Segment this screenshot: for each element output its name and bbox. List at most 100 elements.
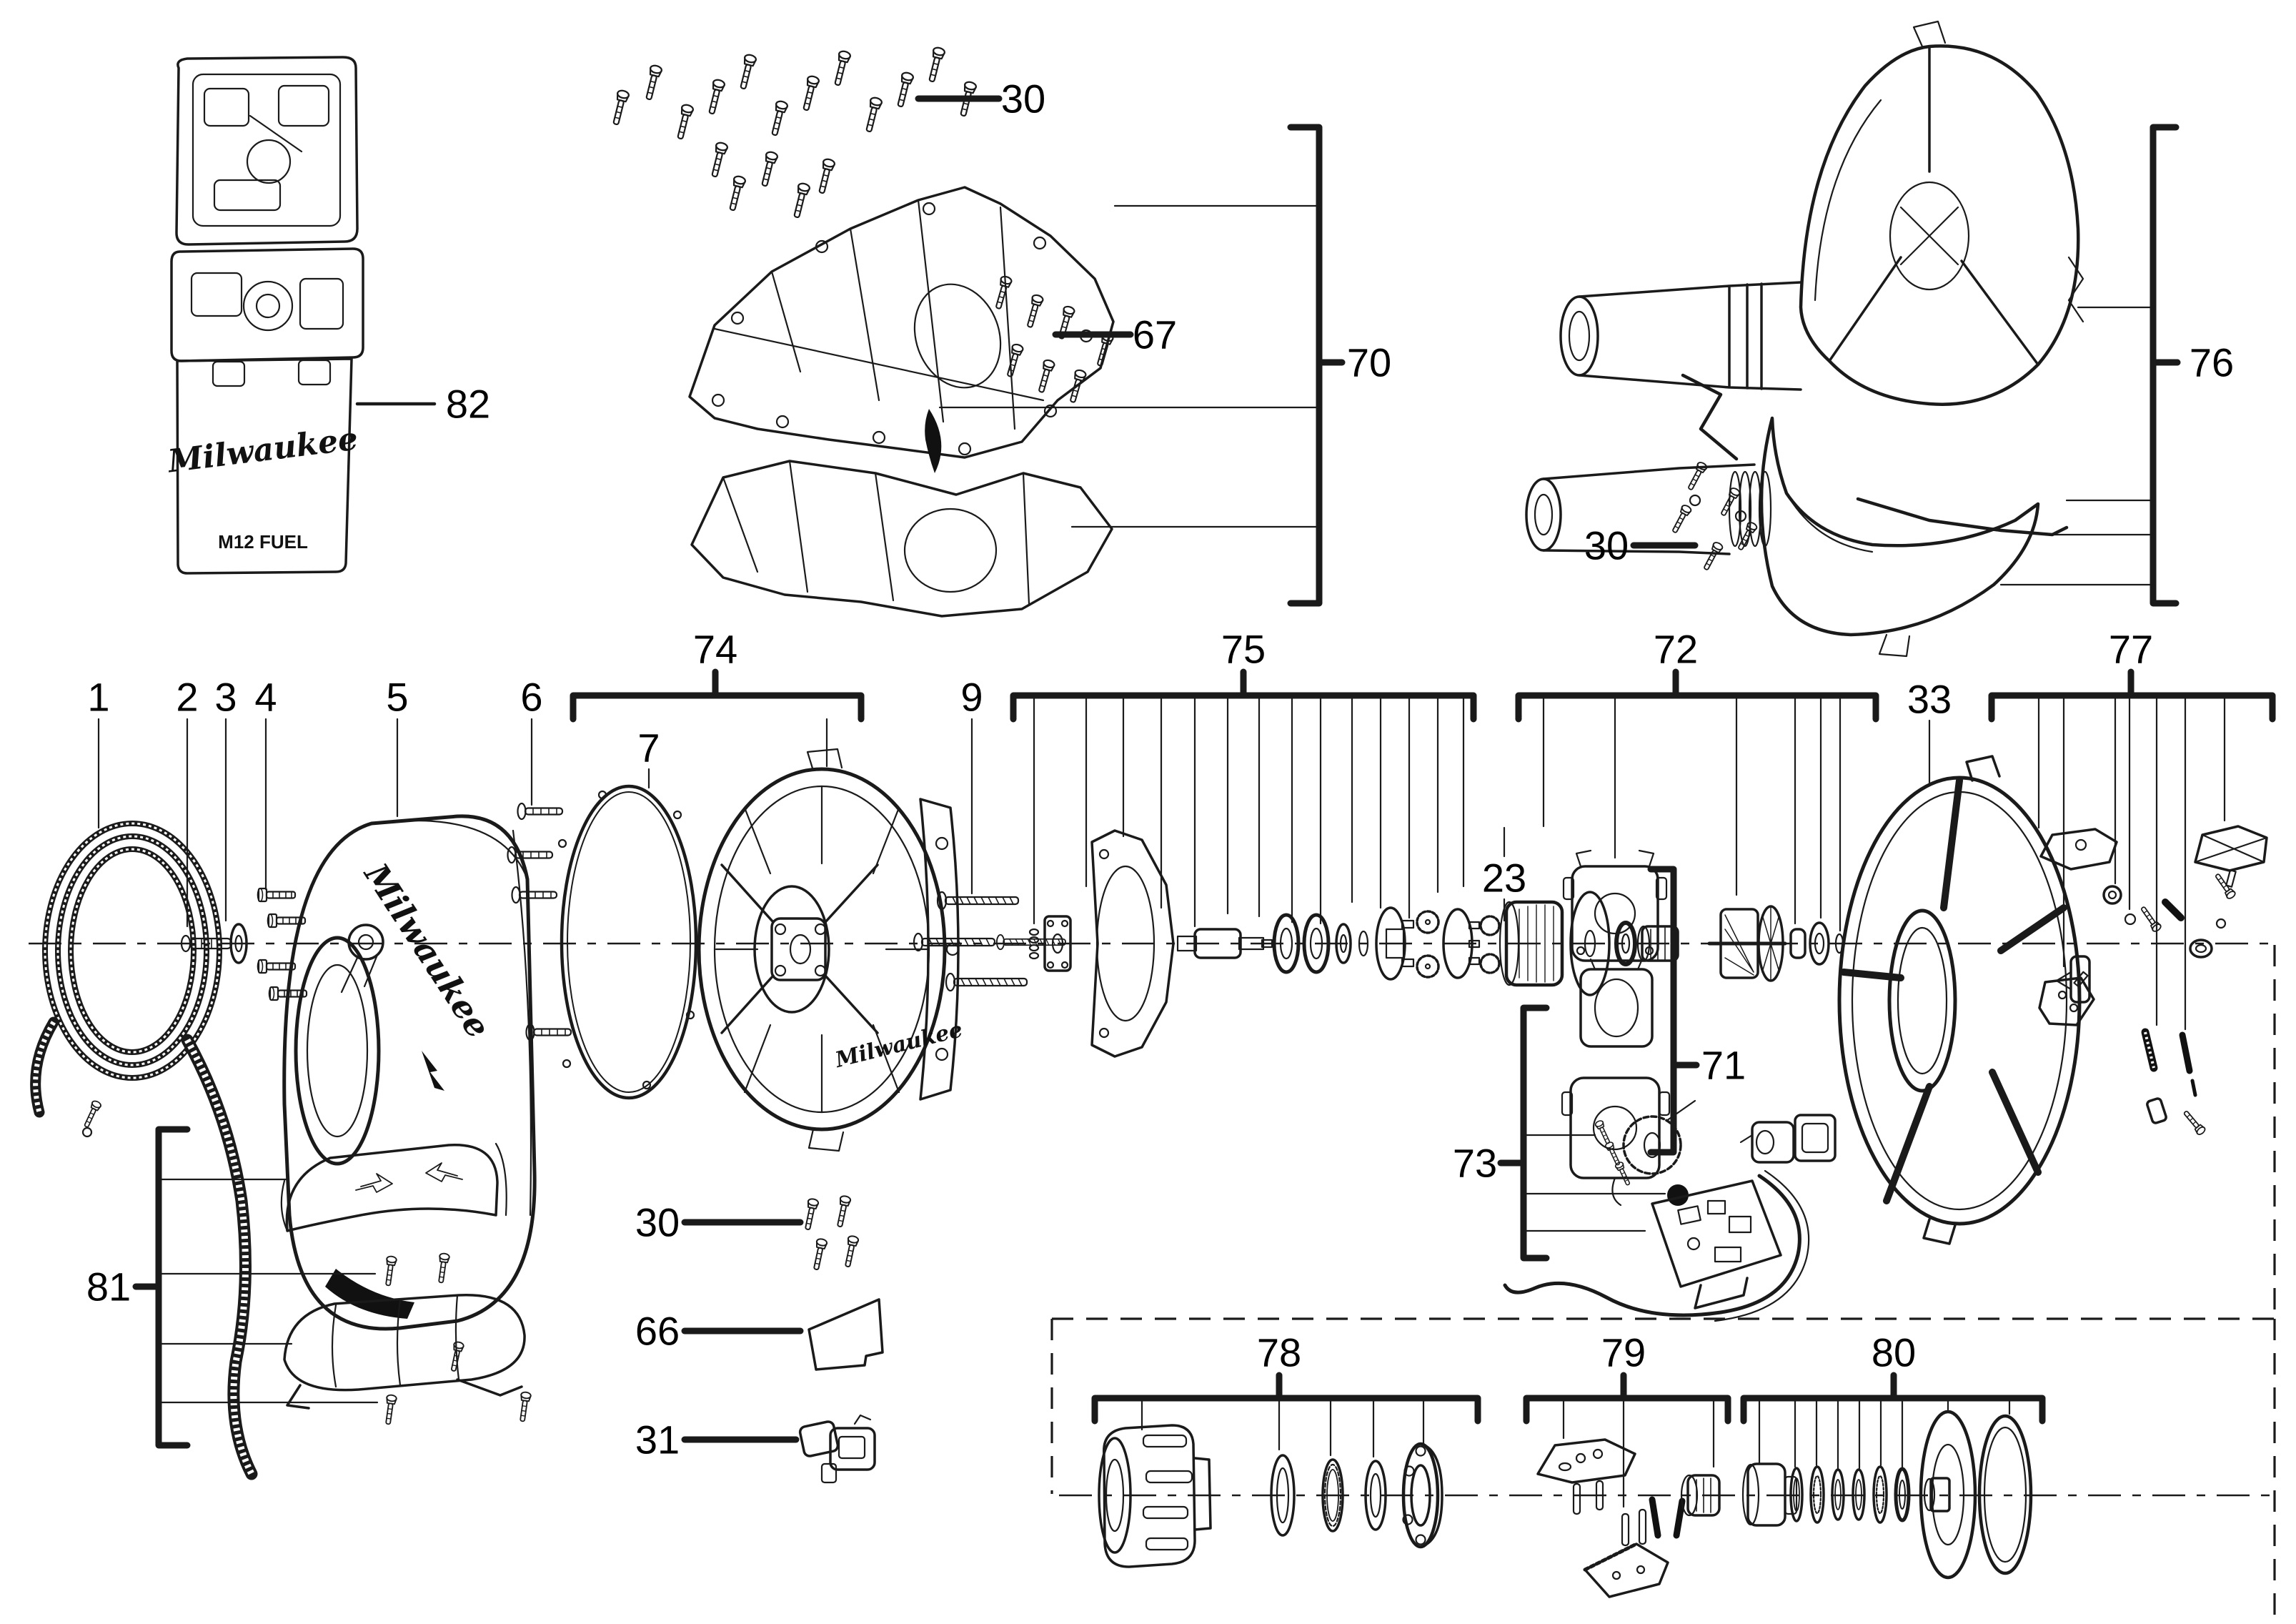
gear-carrier: [1442, 908, 1481, 979]
drum-front-assembly-76: [1525, 416, 2040, 658]
leaders-78: [1140, 1397, 1425, 1458]
ring-gear: [1499, 900, 1564, 987]
label-decal-66: [807, 1298, 884, 1371]
motor-end-bell-bottom: [1561, 1076, 1671, 1207]
latch-pin-small: [2190, 1079, 2197, 1097]
callout-5: 5: [386, 675, 408, 720]
motor-bearing: [1809, 921, 1830, 966]
spline-knob: [1680, 1474, 1721, 1517]
leaders-77: [2037, 694, 2226, 1031]
washer-78b: [1364, 1460, 1387, 1531]
large-ring-80: [1977, 1414, 2033, 1575]
wire-harness: [1503, 1174, 1801, 1317]
screw-set-30-mid: [801, 1194, 860, 1272]
cam-plate-upper: [1536, 1438, 1636, 1515]
callout-81: 81: [86, 1264, 131, 1309]
housing-upper-half: [688, 186, 1115, 459]
callout-66: 66: [635, 1309, 680, 1354]
bracket-77: [1988, 692, 2276, 723]
o-ring-small-b: [2215, 918, 2227, 929]
thrust-washer-large: [1569, 891, 1611, 996]
drum-cover-33: [1837, 755, 2091, 1245]
planet-gears-a: [1416, 910, 1440, 979]
callout-4: 4: [254, 675, 277, 720]
cam-group-79: [1536, 1438, 1721, 1598]
screw-cluster-30-top: [609, 46, 978, 219]
callout-80: 80: [1872, 1330, 1916, 1375]
leaders-70: [938, 204, 1321, 528]
inset-box-dashed: [1050, 1317, 2276, 1620]
gasket-ring-7: [557, 784, 698, 1100]
callout-30-top: 30: [1001, 76, 1045, 122]
snake-cable-1: [30, 821, 258, 1480]
callout-75: 75: [1221, 627, 1266, 672]
washer-80b: [1831, 1468, 1845, 1521]
drum-spring-clip-a: [1681, 373, 1739, 461]
bracket-74: [570, 692, 865, 723]
bearing-b: [1302, 913, 1331, 974]
callout-76: 76: [2190, 340, 2234, 385]
cable-drum-5: Milwaukee: [282, 814, 537, 1331]
washer-80d: [1894, 1467, 1911, 1522]
case-model-text: M12 FUEL: [218, 531, 308, 553]
pressure-disc-80: [1919, 1410, 1977, 1580]
latch-cover: [2039, 828, 2118, 871]
clutch-group-78: [1098, 1424, 1443, 1568]
callout-23: 23: [1482, 856, 1526, 901]
latch-frame: [2194, 825, 2268, 888]
cam-plate-lower: [1583, 1508, 1669, 1598]
callout-78: 78: [1257, 1330, 1301, 1375]
callout-1: 1: [87, 675, 109, 720]
shroud-bottom-half: [283, 1294, 526, 1410]
rotor-fan-assembly: [1707, 905, 1787, 982]
callout-31: 31: [635, 1417, 680, 1462]
shroud-top-half: [280, 1142, 507, 1232]
latch-plate: [2038, 971, 2095, 1026]
shroud-screws-lower: [382, 1390, 532, 1426]
washer-78a: [1270, 1454, 1296, 1537]
callout-2: 2: [176, 675, 198, 720]
bearing-a: [1272, 913, 1301, 974]
motor-end-bell-top: [1562, 849, 1668, 962]
callout-33: 33: [1907, 677, 1952, 722]
bracket-71: [1647, 866, 1677, 1156]
motor-spacer: [1789, 928, 1807, 959]
bracket-73: [1520, 1004, 1550, 1262]
seal-ring-23: [1614, 921, 1637, 966]
callout-79: 79: [1601, 1330, 1646, 1375]
mount-plate: [1043, 915, 1072, 972]
trigger-switch: [1739, 1114, 1837, 1164]
leaders-81: [157, 1178, 379, 1404]
latch-bearing: [2102, 885, 2122, 905]
spindle-housing: [1090, 829, 1175, 1058]
callout-71: 71: [1701, 1043, 1746, 1088]
bearing-78: [1401, 1442, 1443, 1549]
callout-70: 70: [1347, 340, 1391, 385]
latch-bushing: [2189, 939, 2213, 959]
latch-roller: [2146, 1097, 2167, 1124]
planet-gears-b: [1479, 915, 1501, 974]
bracket-72: [1515, 692, 1879, 723]
wave-washer-78: [1321, 1458, 1344, 1533]
cam-gear-disc: [1622, 1099, 1696, 1175]
latch-screw-b: [2212, 871, 2237, 901]
bearing-stack-80: [1741, 1410, 2033, 1580]
callout-77: 77: [2109, 627, 2153, 672]
o-ring-small-a: [2124, 913, 2137, 926]
drum-housing-74: Milwaukee: [697, 748, 965, 1152]
bracket-78: [1091, 1395, 1481, 1425]
needle-ring-80b: [1872, 1465, 1888, 1524]
screw-cluster-30-drum: [1669, 460, 1759, 573]
housing-logo-text: Milwaukee: [832, 1017, 965, 1073]
leaders-79: [1562, 1397, 1715, 1508]
washer-80c: [1852, 1468, 1866, 1521]
drum-rear-assembly-76: [1559, 20, 2084, 406]
snap-ring: [1358, 930, 1369, 957]
screw-cluster-67: [992, 274, 1115, 405]
leaders-72: [1542, 694, 1842, 932]
case-logo-text: Milwaukee: [164, 420, 359, 480]
callout-30-mid: 30: [635, 1200, 680, 1245]
screw-set-73: [1594, 1119, 1633, 1187]
